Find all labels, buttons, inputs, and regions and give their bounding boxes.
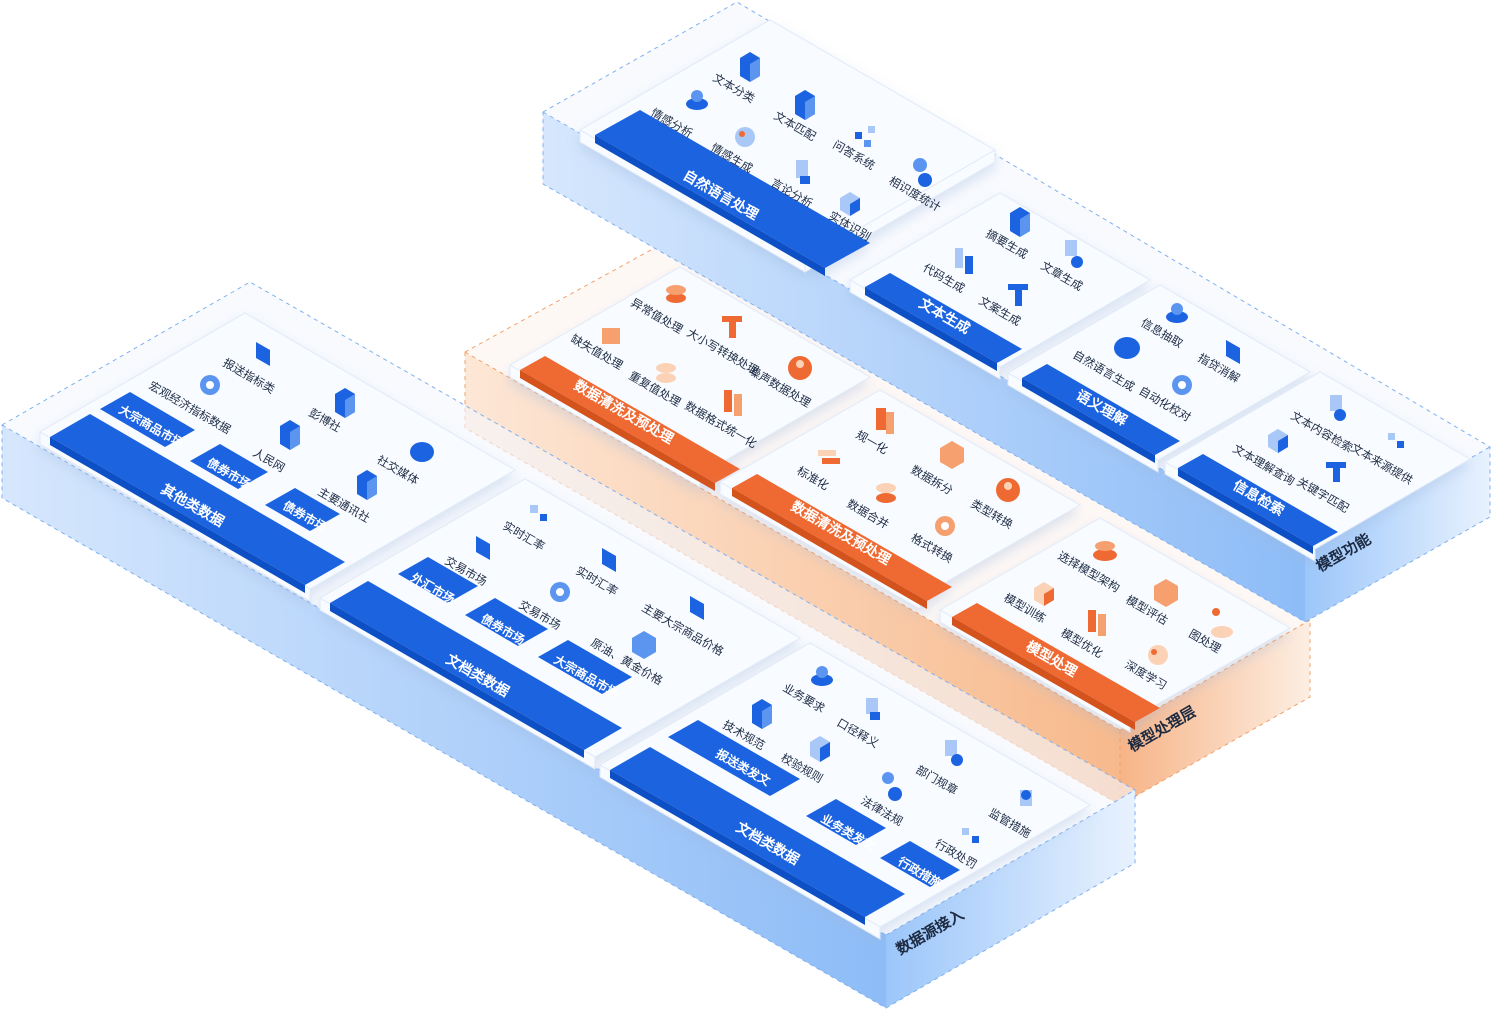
flag-icon	[1226, 340, 1240, 364]
sub-bands	[100, 392, 960, 887]
card-doc-data-1	[319, 478, 801, 770]
gear-icon	[996, 478, 1020, 502]
flag-icon	[476, 536, 490, 560]
doc-cube-icon	[280, 420, 300, 450]
cube-icon	[810, 736, 830, 762]
user-icon	[1166, 303, 1188, 323]
sphere-icon	[410, 442, 434, 462]
cubes-icon	[1388, 433, 1404, 448]
doc-cube-icon	[335, 388, 355, 418]
user-icon	[811, 666, 833, 686]
t-letter-icon	[722, 316, 742, 338]
layers-icon	[818, 450, 840, 464]
bars-icon	[876, 408, 894, 434]
card-model	[938, 517, 1292, 733]
flag-icon	[690, 596, 704, 620]
item-bloomberg: 彭博社	[307, 388, 355, 435]
hex-icon	[1154, 579, 1178, 607]
sphere-icon	[1114, 337, 1140, 359]
hex-icon	[632, 631, 656, 659]
stack-icon	[1093, 541, 1117, 561]
bars-icon	[724, 390, 742, 416]
user-icon	[1020, 790, 1032, 806]
doc-icon	[866, 698, 880, 720]
graph-icon	[1211, 608, 1233, 638]
cylinder-icon	[656, 363, 676, 383]
cubes-icon	[855, 126, 875, 147]
search-doc-icon	[945, 740, 963, 766]
refresh-icon	[550, 582, 570, 602]
card-clean-1	[509, 266, 871, 491]
stack-icon	[666, 285, 686, 303]
card-clean-2	[718, 389, 1082, 610]
card-other-data	[39, 312, 516, 602]
search-icon	[913, 158, 932, 187]
search-doc-icon	[1065, 240, 1083, 268]
card-semantic	[1007, 284, 1311, 473]
flag-icon	[602, 548, 616, 572]
search-icon	[882, 772, 902, 801]
cubes-icon	[530, 505, 547, 521]
bars-icon	[1088, 610, 1106, 636]
card-nlp	[579, 19, 996, 276]
refresh-icon	[935, 516, 955, 536]
doc-cube-icon	[740, 52, 760, 82]
hex-icon	[940, 441, 964, 469]
cube-icon	[1034, 582, 1054, 606]
cube-icon	[1268, 429, 1288, 453]
t-letter-icon	[1008, 284, 1028, 306]
eye-icon	[1148, 645, 1168, 665]
bars-icon	[955, 248, 973, 274]
card-text-gen	[849, 192, 1151, 380]
doc-cube-icon	[1010, 207, 1030, 237]
t-letter-icon	[1326, 462, 1346, 482]
refresh-icon	[200, 375, 220, 395]
user-icon	[686, 90, 708, 110]
flag-icon	[256, 342, 270, 366]
gear-icon	[788, 356, 812, 380]
doc-cube-icon	[752, 699, 772, 729]
refresh-icon	[1172, 375, 1192, 395]
doc-cube-icon	[795, 90, 815, 120]
card-retrieval	[1164, 371, 1471, 562]
eye-icon	[735, 127, 755, 147]
doc-icon	[796, 160, 810, 184]
cube-icon	[840, 192, 860, 216]
card-doc-data-2	[599, 642, 1091, 940]
grid-icon	[602, 328, 620, 344]
cylinder-icon	[876, 483, 896, 503]
doc-cube-icon	[357, 470, 377, 500]
search-doc-icon	[1330, 395, 1346, 421]
cubes-icon	[962, 828, 979, 843]
